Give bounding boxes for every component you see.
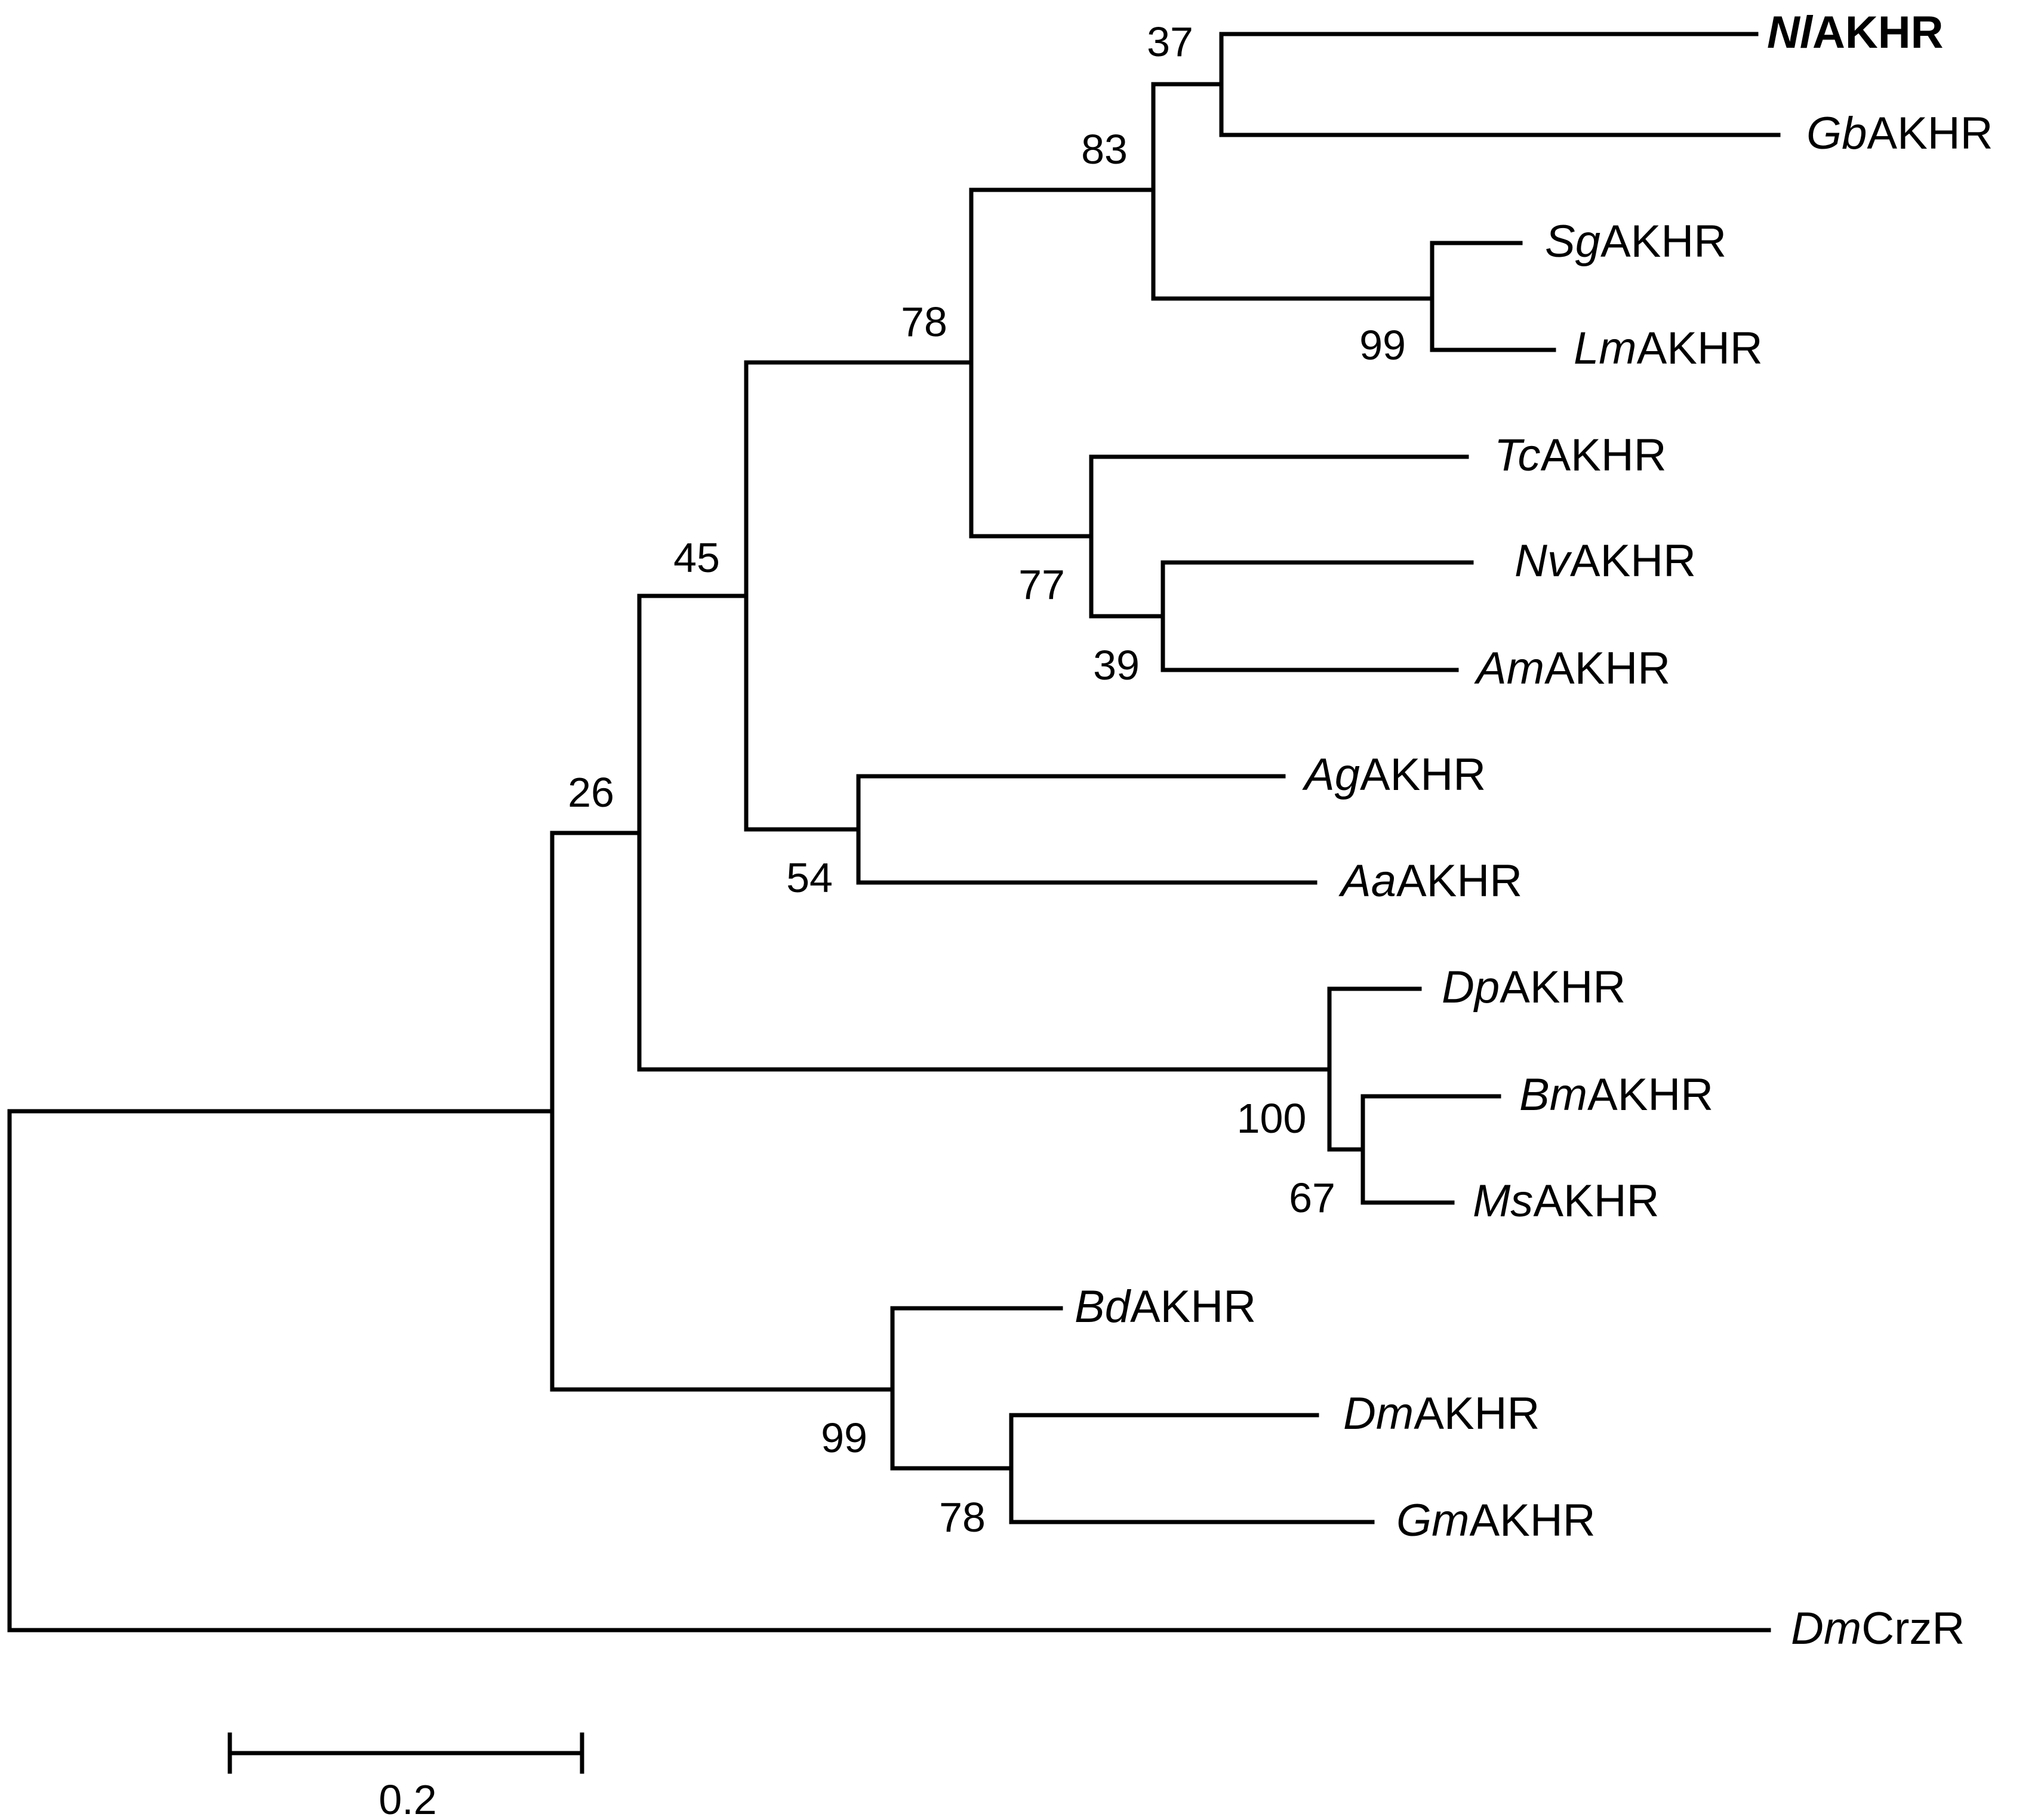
bootstrap-value: 67 [1289,1175,1335,1221]
scale-bar-label: 0.2 [378,1776,436,1817]
taxon-label-ms: MsAKHR [1473,1176,1659,1226]
taxon-label-ag: AgAKHR [1302,749,1486,800]
taxon-label-nl: NlAKHR [1767,7,1944,58]
bootstrap-value: 26 [568,769,614,816]
bootstrap-value: 78 [901,299,947,345]
bootstrap-value: 99 [821,1415,867,1461]
taxon-label-sg: SgAKHR [1545,216,1726,267]
taxon-label-tc: TcAKHR [1494,430,1667,481]
taxon-label-gb: GbAKHR [1806,108,1993,159]
taxon-label-nv: NvAKHR [1514,536,1696,586]
bootstrap-values: 37 83 99 78 77 39 45 54 26 100 67 99 78 [568,19,1406,1541]
tree-branches [7,32,1781,1632]
bootstrap-value: 37 [1147,19,1193,65]
taxon-label-dm: DmAKHR [1343,1388,1540,1439]
taxon-label-gm: GmAKHR [1396,1495,1596,1546]
taxon-label-lm: LmAKHR [1574,323,1763,374]
bootstrap-value: 77 [1018,561,1065,608]
bootstrap-value: 45 [673,534,720,581]
bootstrap-value: 78 [939,1494,986,1541]
taxon-label-bm: BmAKHR [1519,1069,1713,1120]
bootstrap-value: 100 [1237,1095,1307,1142]
bootstrap-value: 99 [1359,322,1406,368]
bootstrap-value: 39 [1093,642,1140,688]
tip-labels: NlAKHR GbAKHR SgAKHR LmAKHR TcAKHR NvAKH… [1075,7,1993,1654]
taxon-label-am: AmAKHR [1474,643,1670,694]
taxon-label-dmcrzr: DmCrzR [1791,1603,1965,1654]
bootstrap-value: 83 [1081,126,1128,173]
taxon-label-aa: AaAKHR [1338,856,1522,906]
taxon-label-dp: DpAKHR [1442,962,1626,1013]
scale-bar: 0.2 [227,1732,584,1817]
taxon-label-bd: BdAKHR [1075,1281,1256,1332]
bootstrap-value: 54 [786,854,833,901]
